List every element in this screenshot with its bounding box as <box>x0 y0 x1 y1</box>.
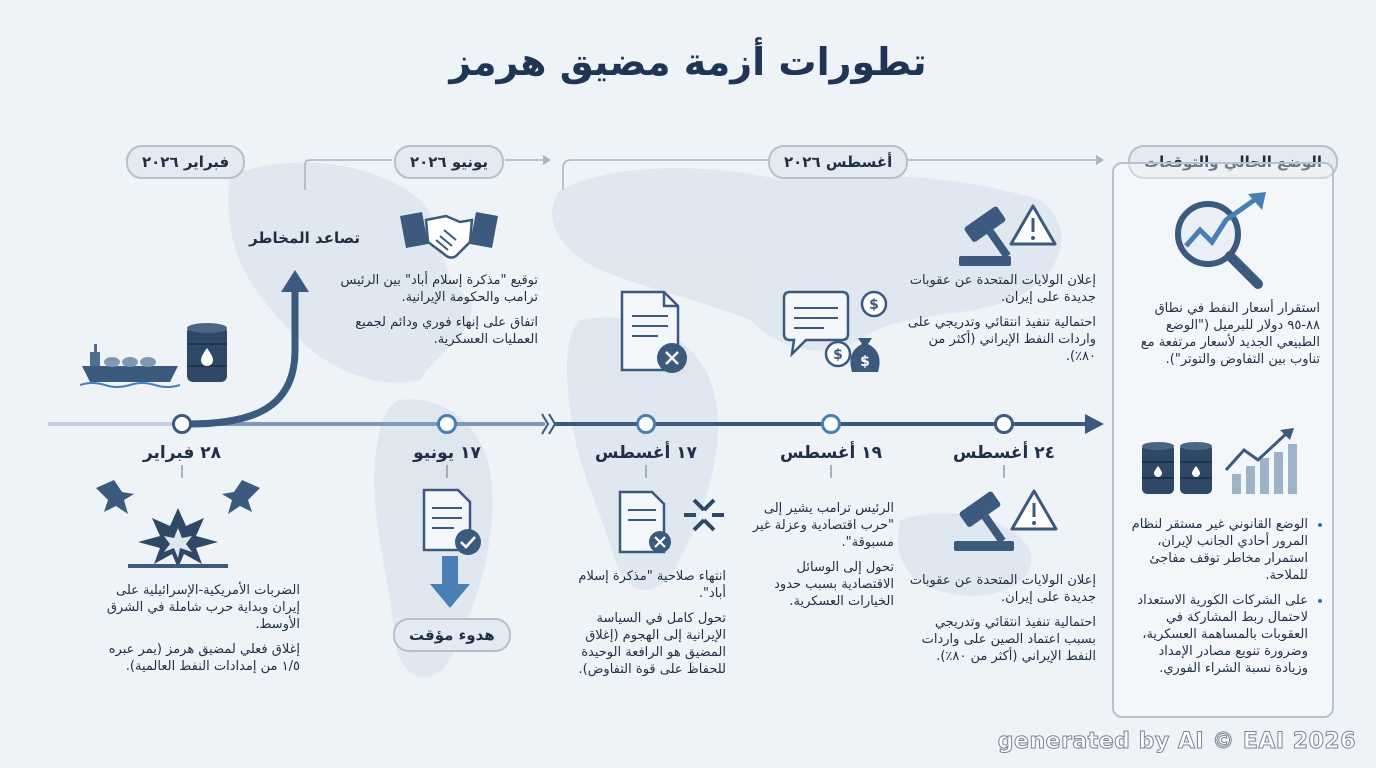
event-paragraph: إعلان الولايات المتحدة عن عقوبات جديدة ع… <box>909 273 1096 305</box>
event-paragraph: احتمالية تنفيذ انتقائي وتدريجي على واردا… <box>907 315 1096 364</box>
event-text-aug24-top: إعلان الولايات المتحدة عن عقوبات جديدة ع… <box>906 272 1096 373</box>
chat-money-icon: $ $ $ <box>782 290 888 372</box>
event-paragraph: تحول كامل في السياسة الإيرانية إلى الهجو… <box>578 611 726 677</box>
timeline-node-aug17 <box>636 414 656 434</box>
fighter-jets-explosion-icon <box>96 480 260 568</box>
approved-document-icon <box>422 488 481 555</box>
event-paragraph: إغلاق فعلي لمضيق هرمز (يمر عبره ١/٥ من إ… <box>108 642 300 674</box>
event-date-feb28: ٢٨ فبراير <box>142 443 222 463</box>
event-text-feb28: الضربات الأمريكية-الإسرائيلية على إيران … <box>88 582 300 683</box>
event-date-aug19: ١٩ أغسطس <box>779 443 882 463</box>
risk-escalation-label: تصاعد المخاطر <box>249 229 360 247</box>
outlook-intro-text: استقرار أسعار النفط في نطاق ٨٨-٩٥ دولار … <box>1140 301 1320 367</box>
event-date-aug17: ١٧ أغسطس <box>594 443 697 463</box>
timeline-node-feb28 <box>172 414 192 434</box>
event-paragraph: تحول إلى الوسائل الاقتصادية بسبب حدود ال… <box>774 560 894 609</box>
period-pill-aug: أغسطس ٢٠٢٦ <box>768 145 909 179</box>
oil-barrel-icon <box>187 323 227 382</box>
svg-text:$: $ <box>833 347 843 363</box>
event-paragraph: إعلان الولايات المتحدة عن عقوبات جديدة ع… <box>909 573 1096 605</box>
page-title: تطورات أزمة مضيق هرمز <box>449 40 927 84</box>
timeline-node-aug19 <box>821 414 841 434</box>
outlook-bullet-list: الوضع القانوني غير مستقر لنظام المرور أح… <box>1128 516 1322 677</box>
cancelled-document-conflict-icon <box>618 490 724 554</box>
event-date-aug24: ٢٤ أغسطس <box>952 443 1055 463</box>
event-paragraph: اتفاق على إنهاء فوري ودائم لجميع العمليا… <box>355 315 538 347</box>
watermark: generated by AI © EAI 2026 <box>997 729 1356 755</box>
period-pill-feb: فبراير ٢٠٢٦ <box>126 145 246 179</box>
cancelled-document-icon <box>620 290 687 373</box>
event-paragraph: الرئيس ترامب يشير إلى "حرب اقتصادية وعزل… <box>752 501 894 550</box>
gavel-warning-icon-bottom <box>954 489 1058 551</box>
period-pill-jun: يونيو ٢٠٢٦ <box>394 145 505 179</box>
svg-text:$: $ <box>860 354 870 370</box>
timeline-node-aug24 <box>994 414 1014 434</box>
barrels-chart-icon <box>1142 428 1297 494</box>
event-text-aug24-bottom: إعلان الولايات المتحدة عن عقوبات جديدة ع… <box>906 572 1096 673</box>
event-paragraph: انتهاء صلاحية "مذكرة إسلام أباد". <box>578 569 726 601</box>
event-text-aug19: الرئيس ترامب يشير إلى "حرب اقتصادية وعزل… <box>752 500 894 618</box>
event-paragraph: الضربات الأمريكية-الإسرائيلية على إيران … <box>106 583 300 632</box>
gavel-warning-icon-top <box>959 204 1057 266</box>
event-paragraph: توقيع "مذكرة إسلام أباد" بين الرئيس ترام… <box>340 273 538 305</box>
outlook-bullet: الوضع القانوني غير مستقر لنظام المرور أح… <box>1128 516 1308 584</box>
oil-tanker-icon <box>80 344 180 388</box>
event-date-jun17: ١٧ يونيو <box>413 443 481 463</box>
svg-text:$: $ <box>869 297 879 313</box>
magnifier-trend-icon <box>1175 192 1266 289</box>
event-text-aug17: انتهاء صلاحية "مذكرة إسلام أباد". تحول ك… <box>566 568 726 686</box>
event-paragraph: احتمالية تنفيذ انتقائي وتدريجي بسبب اعتم… <box>921 615 1096 664</box>
handshake-icon <box>400 212 498 259</box>
down-arrow-icon <box>430 556 470 608</box>
calm-pill: هدوء مؤقت <box>393 618 511 652</box>
outlook-bullet: على الشركات الكورية الاستعداد لاحتمال رب… <box>1128 592 1308 677</box>
event-text-jun17: توقيع "مذكرة إسلام أباد" بين الرئيس ترام… <box>338 272 538 356</box>
timeline-node-jun17 <box>437 414 457 434</box>
outlook-bullets: الوضع القانوني غير مستقر لنظام المرور أح… <box>1128 516 1322 685</box>
